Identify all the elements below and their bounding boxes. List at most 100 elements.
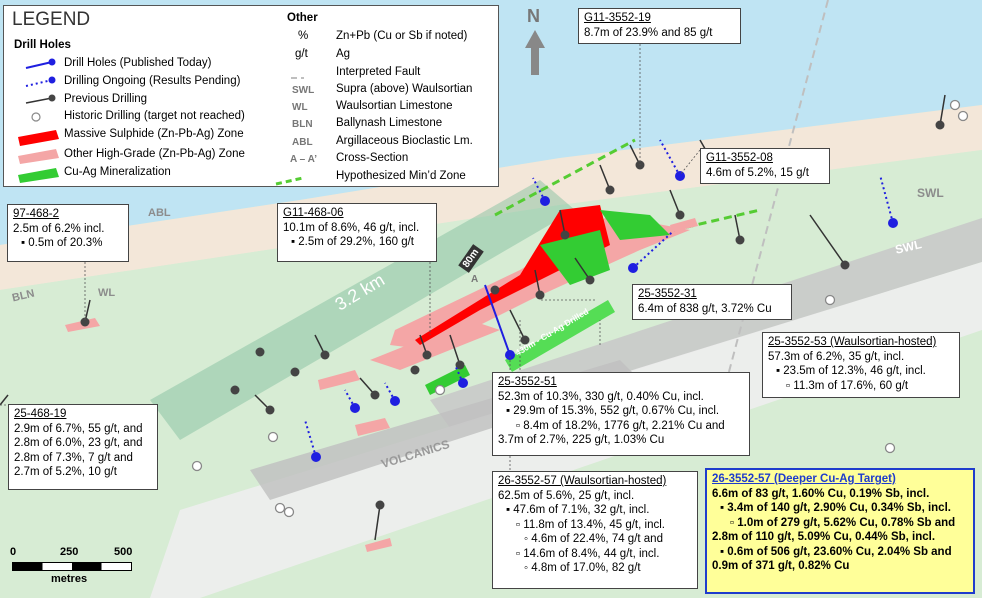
result-box-26-3552-57: 26-3552-57 (Waulsortian-hosted) 62.5m of… [492, 471, 698, 589]
result-box-25-3552-53: 25-3552-53 (Waulsortian-hosted) 57.3m of… [762, 332, 960, 398]
box-line: ◦ 4.8m of 17.0%, 82 g/t [524, 562, 641, 574]
box-heading: 25-3552-31 [638, 288, 697, 300]
published-holes [484, 284, 515, 360]
legend-item-high-grade: Other High-Grade (Zn-Pb-Ag) Zone [64, 148, 245, 160]
legend-item-cu-ag: Cu-Ag Mineralization [64, 166, 171, 178]
box-line: ▪ 23.5m of 12.3%, 46 g/t, incl. [776, 365, 926, 377]
other-abbr-section: A – A’ [290, 154, 318, 165]
box-heading: G11-3552-19 [584, 12, 651, 24]
label-section-a: A [471, 274, 479, 285]
box-line: 10.1m of 8.6%, 46 g/t, incl. [283, 221, 420, 234]
box-line: 62.5m of 5.6%, 25 g/t, incl. [498, 489, 635, 502]
north-arrow-icon [525, 30, 545, 75]
box-line: 52.3m of 10.3%, 330 g/t, 0.40% Cu, incl. [498, 390, 704, 403]
other-abbr-bln: BLN [292, 119, 313, 130]
box-line: ▪ 3.4m of 140 g/t, 2.90% Cu, 0.34% Sb, i… [720, 502, 951, 514]
cu-ag-zone-1 [540, 230, 610, 285]
interpreted-fault [721, 0, 829, 399]
scale-bar-graphic [12, 562, 132, 571]
result-box-g11-468-06: G11-468-06 10.1m of 8.6%, 46 g/t, incl. … [277, 203, 437, 262]
cu-ag-drilled-bar [505, 300, 615, 372]
box-line: 2.9m of 6.7%, 55 g/t, and [14, 422, 143, 435]
high-grade-zone-2 [370, 320, 500, 370]
legend-item-historic: Historic Drilling (target not reached) [64, 110, 245, 122]
box-heading: 26-3552-57 (Waulsortian-hosted) [498, 475, 667, 487]
box-line: 2.8m of 6.0%, 23 g/t, and [14, 437, 143, 449]
result-box-97-468-2: 97-468-2 2.5m of 6.2% incl. ▪ 0.5m of 20… [7, 204, 129, 262]
box-line: ▫ 1.0m of 279 g/t, 5.62% Cu, 0.78% Sb an… [730, 516, 956, 529]
box-heading: 26-3552-57 (Deeper Cu-Ag Target) [712, 473, 896, 485]
high-grade-zone-3 [318, 370, 360, 390]
cu-ag-zone-2 [600, 210, 670, 240]
label-wl: WL [98, 287, 116, 299]
label-abl: ABL [148, 207, 171, 219]
box-line: 2.8m of 110 g/t, 5.09% Cu, 0.44% Sb, inc… [712, 531, 936, 543]
high-grade-zone-5 [355, 418, 390, 436]
box-line: ▫ 11.3m of 17.6%, 60 g/t [786, 379, 909, 392]
box-heading: 25-468-19 [14, 408, 67, 420]
box-line: ▫ 8.4m of 18.2%, 1776 g/t, 2.21% Cu and [516, 419, 725, 432]
box-line: 6.6m of 83 g/t, 1.60% Cu, 0.19% Sb, incl… [712, 487, 930, 500]
legend-panel: LEGEND Drill Holes Drill Holes (Publishe… [3, 5, 499, 187]
box-line: 2.8m of 7.3%, 7 g/t and [14, 451, 133, 464]
scale-tick-0: 0 [10, 546, 17, 558]
result-box-25-3552-51: 25-3552-51 52.3m of 10.3%, 330 g/t, 0.40… [492, 372, 750, 456]
small-zone-marks [365, 218, 698, 552]
result-box-g11-3552-19: G11-3552-19 8.7m of 23.9% and 85 g/t [578, 8, 741, 44]
other-label-abl: Argillaceous Bioclastic Lm. [336, 135, 473, 147]
box-heading: 25-3552-51 [498, 376, 557, 388]
box-heading: 97-468-2 [13, 208, 60, 220]
box-line: ▫ 11.8m of 13.4%, 45 g/t, incl. [516, 518, 665, 531]
box-line: ▪ 29.9m of 15.3%, 552 g/t, 0.67% Cu, inc… [506, 405, 720, 417]
other-abbr-swl: SWL [292, 85, 315, 96]
legend-item-massive: Massive Sulphide (Zn-Pb-Ag) Zone [64, 128, 244, 140]
result-box-25-3552-31: 25-3552-31 6.4m of 838 g/t, 3.72% Cu [632, 284, 792, 320]
box-line: ▪ 0.5m of 20.3% [21, 237, 103, 249]
box-heading: 25-3552-53 (Waulsortian-hosted) [768, 336, 937, 348]
other-abbr-wl: WL [292, 102, 308, 113]
box-line: ◦ 4.6m of 22.4%, 74 g/t and [524, 533, 663, 545]
result-box-g11-3552-08: G11-3552-08 4.6m of 5.2%, 15 g/t [700, 148, 830, 184]
other-abbr-pct: % [298, 30, 309, 42]
box-line: ▪ 47.6m of 7.1%, 32 g/t, incl. [506, 504, 650, 516]
box-line: ▪ 2.5m of 29.2%, 160 g/t [291, 236, 414, 248]
other-label-gt: Ag [336, 48, 351, 60]
legend-item-published: Drill Holes (Published Today) [64, 57, 212, 69]
scale-tick-500: 500 [114, 546, 133, 558]
result-box-25-468-19: 25-468-19 2.9m of 6.7%, 55 g/t, and 2.8m… [8, 404, 158, 490]
legend-item-previous: Previous Drilling [64, 93, 148, 105]
box-line: ▫ 14.6m of 8.4%, 44 g/t, incl. [516, 547, 660, 560]
scale-unit: metres [51, 573, 88, 585]
hyp-zone-1 [494, 138, 636, 217]
distance-band [150, 180, 575, 440]
box-line: ▪ 0.6m of 506 g/t, 23.60% Cu, 2.04% Sb a… [720, 545, 952, 558]
other-label-pct: Zn+Pb (Cu or Sb if noted) [336, 30, 468, 42]
scale-tick-250: 250 [60, 546, 79, 558]
other-label-section: Cross-Section [336, 152, 409, 164]
box-line: 4.6m of 5.2%, 15 g/t [706, 166, 809, 179]
box-line: 0.9m of 371 g/t, 0.82% Cu [712, 560, 850, 572]
legend-title: LEGEND [12, 9, 91, 30]
box-line: 8.7m of 23.9% and 85 g/t [584, 26, 713, 39]
other-label-fault: Interpreted Fault [336, 66, 421, 78]
other-abbr-abl: ABL [292, 137, 313, 148]
box-line: 3.7m of 2.7%, 225 g/t, 1.03% Cu [498, 434, 665, 446]
other-label-hyp: Hypothesized Min’d Zone [336, 170, 466, 182]
box-line: 2.7m of 5.2%, 10 g/t [14, 466, 117, 478]
ongoing-holes [304, 139, 894, 458]
historic-collars [191, 99, 969, 518]
box-line: 6.4m of 838 g/t, 3.72% Cu [638, 302, 772, 315]
ongoing-collars [311, 171, 898, 462]
other-label-swl: Supra (above) Waulsortian [336, 83, 473, 95]
box-heading: G11-3552-08 [706, 152, 773, 164]
legend-symbols [18, 58, 304, 186]
other-label-wl: Waulsortian Limestone [336, 100, 453, 112]
box-line: 57.3m of 6.2%, 35 g/t, incl. [768, 350, 905, 363]
result-box-deeper-target: 26-3552-57 (Deeper Cu-Ag Target) 6.6m of… [705, 468, 975, 594]
label-swl-1: SWL [917, 186, 944, 200]
legend-item-ongoing: Drilling Ongoing (Results Pending) [64, 75, 241, 87]
other-heading: Other [287, 12, 318, 24]
other-label-bln: Ballynash Limestone [336, 117, 443, 129]
drill-holes-heading: Drill Holes [14, 39, 71, 51]
box-heading: G11-468-06 [283, 207, 344, 219]
